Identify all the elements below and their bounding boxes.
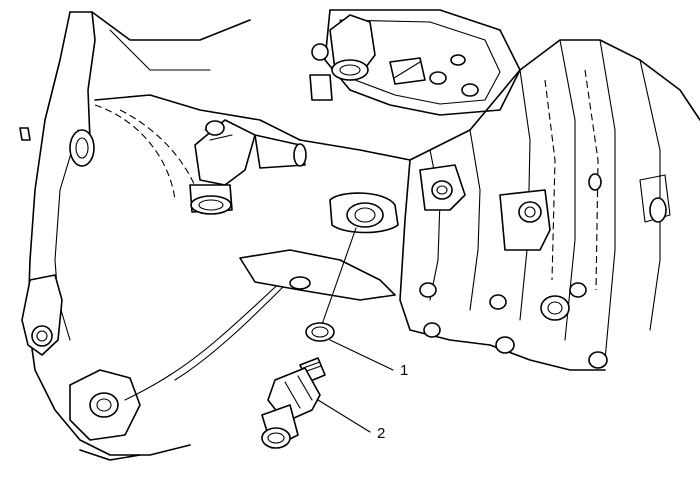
- install-axis-line: [319, 227, 357, 331]
- transmission-case: [239, 9, 700, 371]
- callout-2-label: 2: [377, 425, 385, 442]
- callout-1-leader: [329, 339, 394, 371]
- callout-1-label: 1: [400, 362, 408, 379]
- cable-fitting: [189, 119, 307, 215]
- seal-washer: [305, 322, 335, 342]
- speed-sensor: [261, 357, 326, 449]
- sensor-port: [346, 202, 384, 228]
- callout-2-leader: [317, 399, 371, 433]
- bell-housing: [19, 11, 301, 461]
